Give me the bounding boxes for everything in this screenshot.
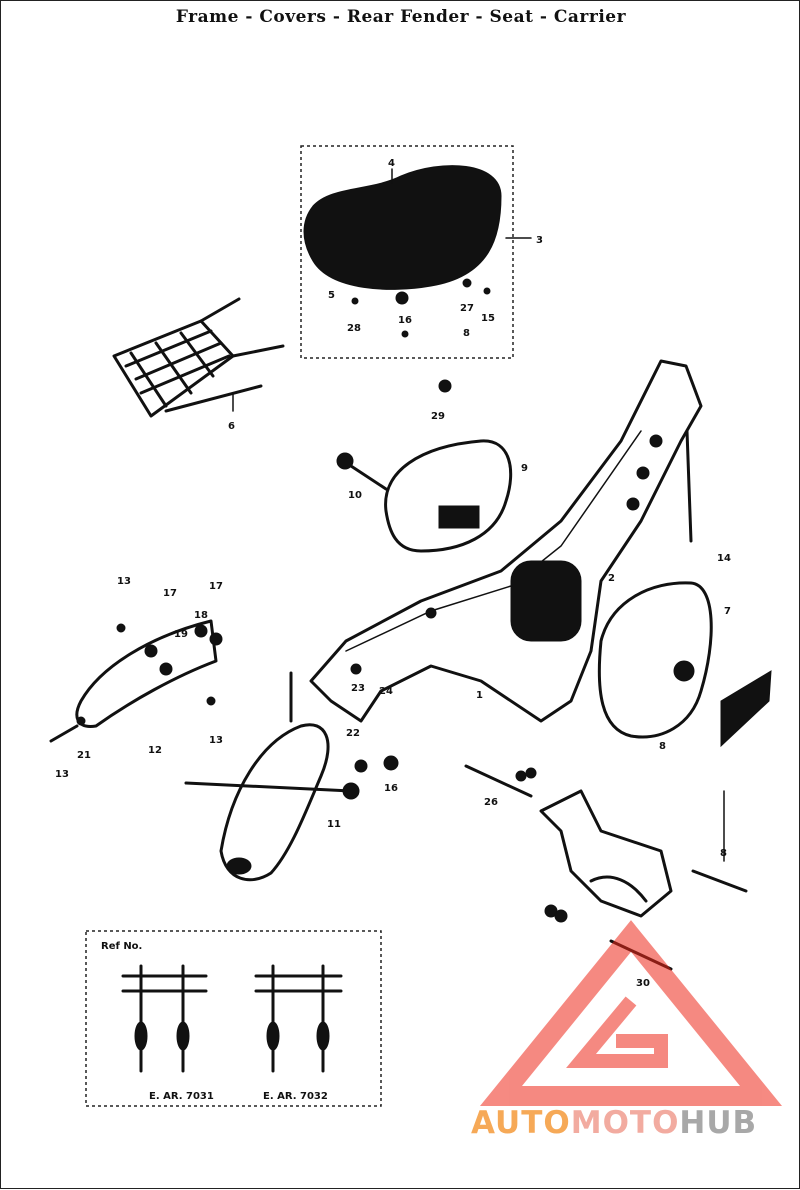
mud-flap xyxy=(720,670,772,748)
part-label: 8 xyxy=(463,328,470,339)
part-label: 2 xyxy=(608,573,615,584)
part-label: 23 xyxy=(351,683,365,694)
seat-washer xyxy=(401,330,409,338)
seat-hinge xyxy=(395,291,409,305)
part-label: 18 xyxy=(194,610,208,621)
part-label: 10 xyxy=(348,490,362,501)
frame xyxy=(309,359,703,723)
part-label: 8 xyxy=(659,741,666,752)
rear-fender-11 xyxy=(219,723,330,882)
part-label: 21 xyxy=(77,750,91,761)
inset-right-caption: E. AR. 7032 xyxy=(263,1091,328,1102)
part-label: 13 xyxy=(55,769,69,780)
cover-7-emblem xyxy=(673,660,695,682)
front-cover-12 xyxy=(75,619,218,728)
screw-head-10 xyxy=(336,452,354,470)
inset-ref-label: Ref No. xyxy=(101,941,142,952)
part-label: 3 xyxy=(536,235,543,246)
part-label: 16 xyxy=(398,315,412,326)
part-label: 26 xyxy=(484,797,498,808)
part-label: 4 xyxy=(388,158,395,169)
part-label: 27 xyxy=(460,303,474,314)
seat xyxy=(303,165,502,290)
part-label: 13 xyxy=(117,576,131,587)
watermark-hub: HUB xyxy=(679,1105,758,1141)
watermark-auto: AUTO xyxy=(471,1105,571,1141)
part-label: 17 xyxy=(209,581,223,592)
seat-bolt-28 xyxy=(351,297,359,305)
inset-left-caption: E. AR. 7031 xyxy=(149,1091,214,1102)
part-label: 30 xyxy=(636,978,650,989)
part-label: 5 xyxy=(328,290,335,301)
side-cover-9 xyxy=(384,439,513,553)
nut-29 xyxy=(438,379,452,393)
part-label: 29 xyxy=(431,411,445,422)
inset-detail-box xyxy=(85,930,382,1107)
part-label: 11 xyxy=(327,819,341,830)
part-label: 17 xyxy=(163,588,177,599)
seat-nut-27 xyxy=(462,278,472,288)
diagram-title: Frame - Covers - Rear Fender - Seat - Ca… xyxy=(175,7,627,27)
watermark-text: AUTOMOTOHUB xyxy=(471,1105,757,1141)
carrier xyxy=(112,297,285,418)
part-label: 22 xyxy=(346,728,360,739)
part-label: 9 xyxy=(521,463,528,474)
inset-mount-left xyxy=(121,964,208,1073)
part-label: 28 xyxy=(347,323,361,334)
part-label: 16 xyxy=(384,783,398,794)
cover-emblem xyxy=(438,505,480,529)
part-label: 19 xyxy=(174,629,188,640)
side-cover-7 xyxy=(597,581,713,739)
seat-group-box xyxy=(300,145,514,359)
watermark-logo xyxy=(479,920,783,1106)
cover-screw-10 xyxy=(349,464,388,491)
part-label: 1 xyxy=(476,690,483,701)
part-number-labels: 4 3 5 28 16 27 15 8 6 29 9 10 14 7 2 17 … xyxy=(55,158,731,989)
watermark-moto: MOTO xyxy=(570,1105,680,1141)
part-label: 6 xyxy=(228,421,235,432)
engine-mount-bracket xyxy=(464,764,748,971)
seat-bolt-15 xyxy=(483,287,491,295)
inset-mount-right xyxy=(254,964,343,1073)
part-label: 13 xyxy=(209,735,223,746)
part-label: 14 xyxy=(717,553,731,564)
part-label: 15 xyxy=(481,313,495,324)
part-label: 8 xyxy=(720,848,727,859)
part-label: 24 xyxy=(379,686,393,697)
part-label: 12 xyxy=(148,745,162,756)
part-label: 7 xyxy=(724,606,731,617)
